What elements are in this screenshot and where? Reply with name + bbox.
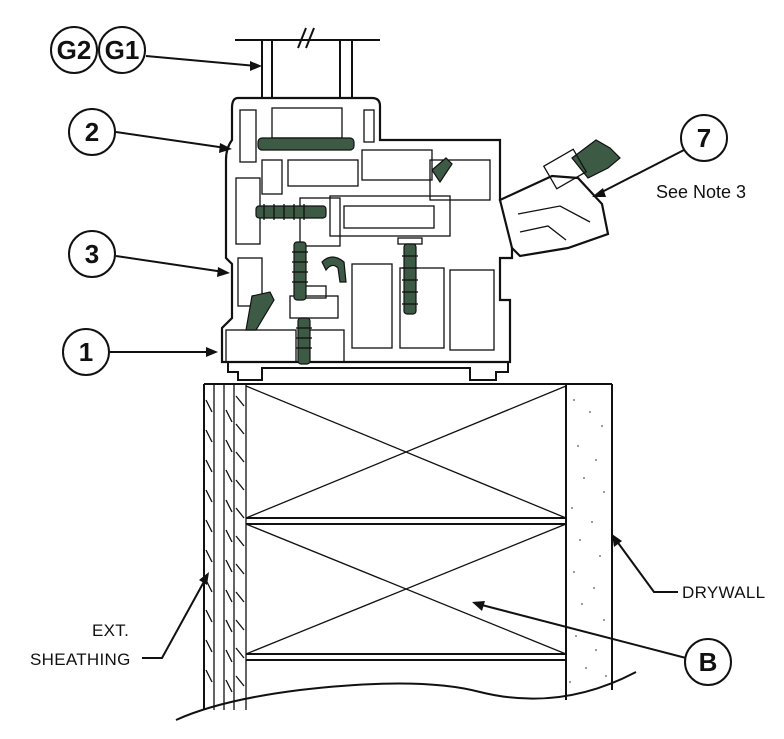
callout-3-label: 3: [85, 239, 99, 269]
callout-g1: G1: [98, 26, 262, 74]
drywall-label: DRYWALL: [682, 583, 765, 602]
callout-g2-label: G2: [57, 35, 92, 65]
callout-g2: G2: [50, 26, 98, 74]
sheathing-label-group: EXT. SHEATHING: [30, 572, 209, 669]
horizontal-screw: [255, 204, 327, 220]
callout-2: 2: [68, 108, 232, 156]
vertical-screw-right: [397, 237, 423, 315]
sheathing-hatch: [205, 395, 245, 693]
operator-handle: [498, 139, 621, 258]
callout-3: 3: [68, 230, 230, 278]
wall-section: [175, 383, 637, 721]
callout-7: 7: [592, 114, 728, 197]
vertical-screw-lower: [296, 317, 312, 365]
callout-b-label: B: [699, 647, 718, 677]
vertical-screw-left: [292, 241, 308, 301]
callout-1-label: 1: [79, 337, 93, 367]
ext-sheathing-line1: EXT.: [92, 621, 129, 640]
sash-frame-profile: [220, 96, 514, 381]
callout-2-label: 2: [85, 117, 99, 147]
screws: [255, 204, 423, 365]
callout-1: 1: [62, 328, 218, 376]
see-note-3: See Note 3: [656, 182, 746, 202]
ext-sheathing-line2: SHEATHING: [30, 650, 131, 669]
drywall-label-group: DRYWALL: [612, 534, 765, 602]
callout-g1-label: G1: [105, 35, 140, 65]
callout-b: B: [472, 601, 732, 686]
callout-7-label: 7: [697, 123, 711, 153]
glass-unit: [235, 27, 380, 140]
drywall-stipple: [569, 399, 607, 683]
